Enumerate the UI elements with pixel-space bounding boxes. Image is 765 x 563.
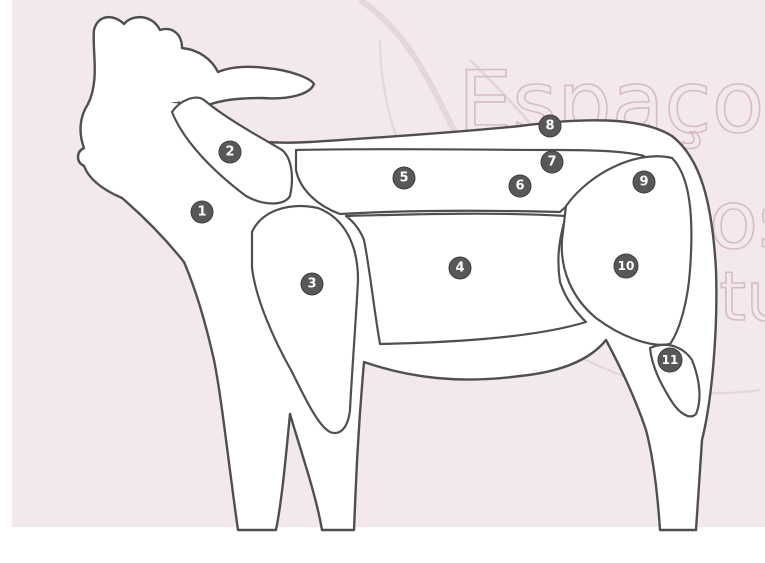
svg-text:1: 1 — [197, 205, 206, 220]
svg-text:6: 6 — [515, 179, 524, 194]
svg-text:10: 10 — [618, 259, 635, 273]
svg-text:8: 8 — [545, 119, 554, 134]
label-badge-11: 11 — [658, 348, 682, 372]
bottom-strip — [0, 527, 765, 563]
left-strip — [0, 0, 12, 563]
svg-text:11: 11 — [662, 353, 679, 367]
svg-text:2: 2 — [225, 145, 234, 160]
svg-text:7: 7 — [547, 155, 556, 170]
label-badge-9: 9 — [633, 171, 655, 193]
label-badge-8: 8 — [539, 115, 561, 137]
label-badge-6: 6 — [509, 175, 531, 197]
label-badge-3: 3 — [301, 273, 323, 295]
label-badge-5: 5 — [393, 167, 415, 189]
label-badge-2: 2 — [219, 141, 241, 163]
svg-text:9: 9 — [639, 175, 648, 190]
label-badge-10: 10 — [614, 254, 638, 278]
cut-region-4 — [346, 214, 586, 344]
svg-text:4: 4 — [455, 261, 464, 276]
label-badge-7: 7 — [541, 151, 563, 173]
label-badge-4: 4 — [449, 257, 471, 279]
svg-text:3: 3 — [307, 277, 316, 292]
label-badge-1: 1 — [191, 201, 213, 223]
svg-text:5: 5 — [399, 171, 408, 186]
